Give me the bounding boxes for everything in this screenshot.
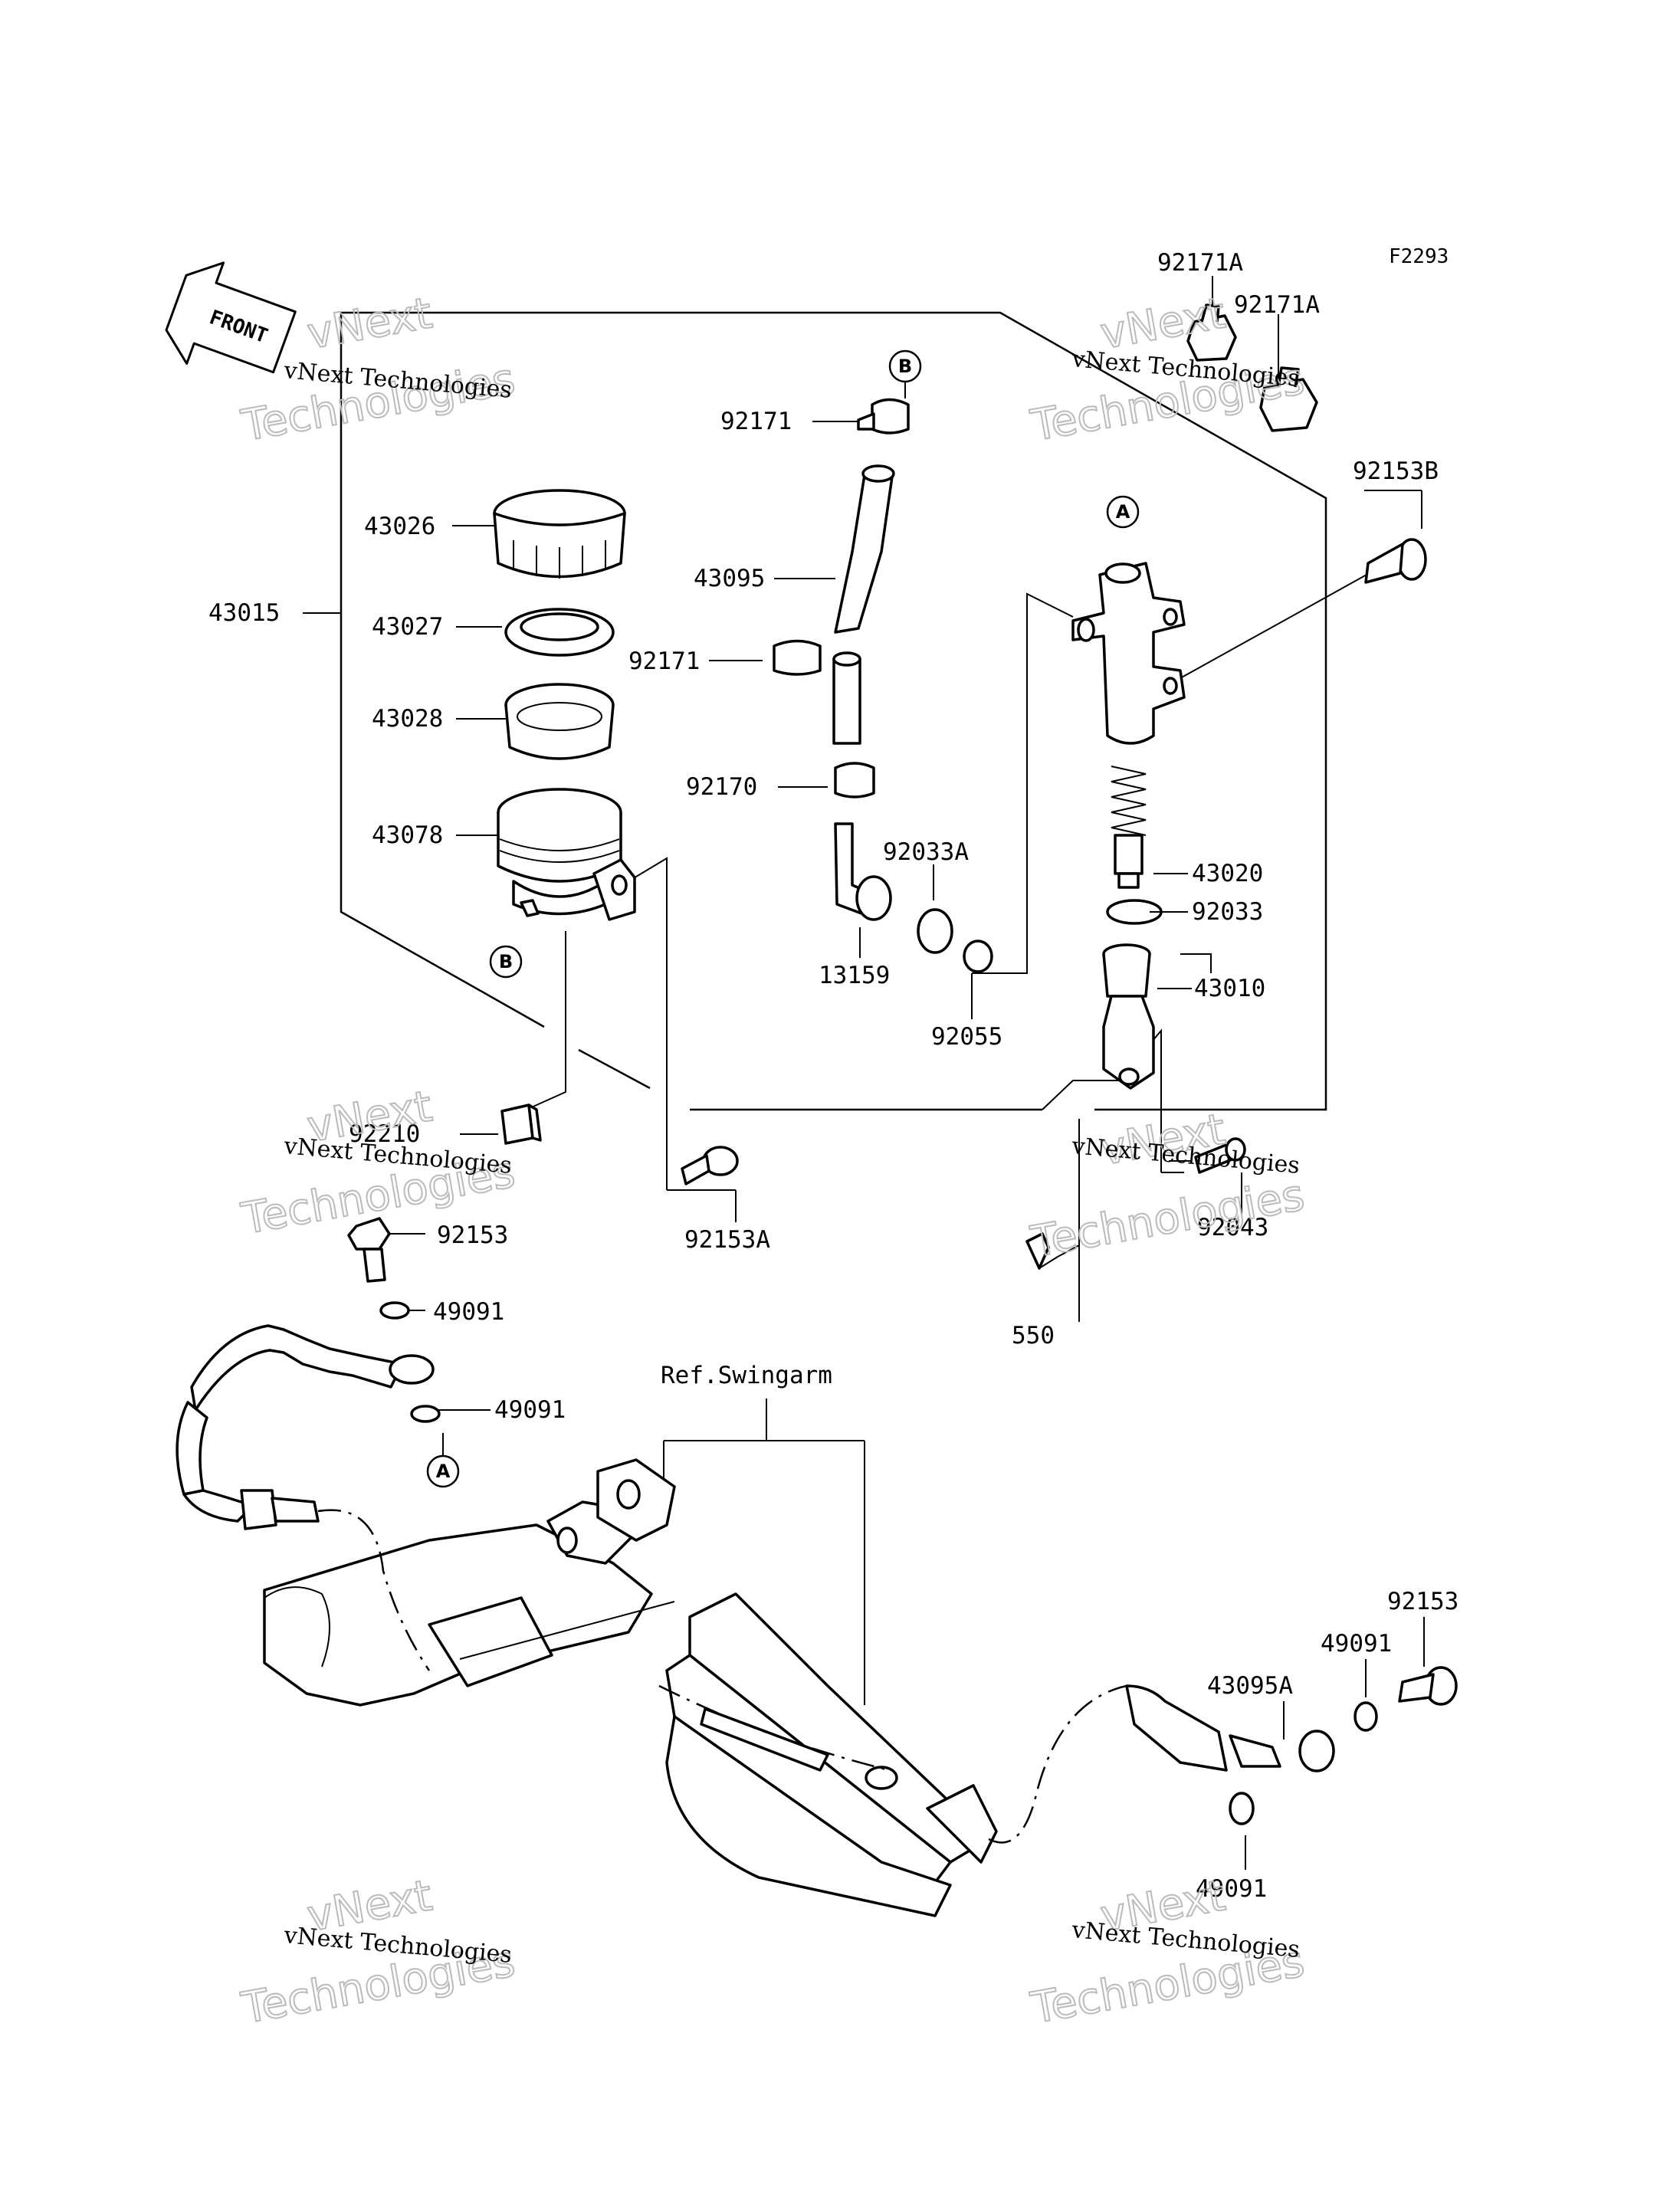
svg-text:B: B	[898, 356, 912, 377]
washer-49091-a	[379, 1301, 410, 1320]
assembly-frame	[340, 311, 1327, 1111]
label-43020: 43020	[1192, 860, 1263, 887]
watermark-mid-right: vNext Technologies vNext Technologies	[1026, 1103, 1309, 1268]
watermark-mid-left: vNext Technologies vNext Technologies	[237, 1080, 520, 1245]
bolt-92153A	[681, 1146, 739, 1185]
svg-text:Technologies: Technologies	[1027, 1170, 1308, 1267]
svg-text:A: A	[1116, 501, 1130, 523]
hose-routing-line-mid	[658, 1684, 890, 1772]
part-labels: 92171A 92171A 92153B 92171 43026 43095 4…	[208, 249, 1459, 1903]
svg-text:A: A	[436, 1461, 451, 1482]
hose-routing-line-right	[988, 1684, 1127, 1844]
label-92055: 92055	[931, 1023, 1002, 1051]
bolt-92153B	[1364, 538, 1427, 584]
label-43078: 43078	[372, 821, 443, 849]
label-49091-a: 49091	[433, 1298, 504, 1326]
o-ring-92055	[963, 939, 993, 973]
label-43028: 43028	[372, 705, 443, 733]
label-43095: 43095	[694, 565, 765, 592]
clamp-92170	[834, 762, 875, 798]
cotter-pin-550	[1025, 1232, 1050, 1270]
watermark-bottom-left: vNext Technologies vNext Technologies	[237, 1870, 520, 2035]
label-92171-top: 92171	[720, 408, 792, 435]
banjo-bolt-92153-right	[1398, 1666, 1458, 1706]
leader-lines	[303, 276, 1425, 1870]
label-13159: 13159	[819, 962, 890, 989]
label-92153B: 92153B	[1353, 457, 1439, 485]
label-43026: 43026	[364, 513, 435, 540]
label-49091-c: 49091	[1321, 1630, 1392, 1658]
spring-piston-43020	[1111, 766, 1147, 889]
pin-92043	[1194, 1137, 1246, 1174]
label-92043: 92043	[1197, 1214, 1268, 1241]
circlip-92033A	[917, 908, 953, 954]
washer-49091-d	[1229, 1792, 1255, 1825]
hose-routing-line-left	[317, 1509, 431, 1671]
callout-a-top: A	[1106, 495, 1140, 529]
hose-43095	[832, 464, 895, 745]
label-92033A: 92033A	[883, 838, 969, 866]
nut-92210	[500, 1103, 542, 1145]
label-43027: 43027	[372, 613, 443, 641]
label-92153A: 92153A	[684, 1226, 770, 1254]
label-ref-swingarm: Ref.Swingarm	[661, 1362, 832, 1389]
label-92153-left: 92153	[437, 1221, 508, 1249]
svg-text:B: B	[499, 951, 513, 972]
label-92153-right: 92153	[1387, 1588, 1459, 1615]
front-arrow-icon: FRONT	[165, 261, 297, 374]
clamp-92171A-1	[1186, 303, 1237, 362]
label-49091-d: 49091	[1196, 1875, 1267, 1903]
clamp-92171-mid	[773, 639, 822, 676]
figure-code: F2293	[1389, 245, 1449, 268]
circlip-92033	[1106, 899, 1163, 925]
clamp-92171A-2	[1259, 366, 1318, 432]
callout-a-bottom: A	[426, 1454, 460, 1488]
label-49091-b: 49091	[494, 1396, 566, 1424]
elbow-fitting-13159	[834, 822, 892, 921]
label-92171A-1: 92171A	[1157, 249, 1243, 277]
reservoir-43078	[497, 788, 636, 921]
label-92210: 92210	[349, 1120, 420, 1148]
reservoir-cap-43026	[493, 489, 626, 579]
label-92171A-2: 92171A	[1234, 291, 1320, 319]
clamp-92171-top	[857, 398, 910, 434]
label-43010: 43010	[1194, 975, 1265, 1002]
banjo-bolt-92153-left	[347, 1217, 391, 1283]
diaphragm-43027	[504, 608, 615, 657]
label-550: 550	[1012, 1322, 1055, 1349]
hose-fitting-43095A	[1125, 1684, 1335, 1772]
diaphragm-43028	[504, 683, 615, 760]
label-43015: 43015	[208, 599, 280, 627]
washer-49091-c	[1354, 1701, 1378, 1732]
label-92171-mid: 92171	[628, 648, 700, 675]
callout-b-top: B	[888, 349, 922, 383]
label-43095A: 43095A	[1207, 1672, 1293, 1700]
banjo-hose-left	[176, 1324, 435, 1530]
push-rod-43010	[1102, 943, 1155, 1090]
label-92033: 92033	[1192, 898, 1263, 926]
master-cylinder-body	[1071, 562, 1186, 745]
svg-text:vNext: vNext	[304, 288, 435, 359]
label-92170: 92170	[686, 773, 757, 801]
callout-b-bottom: B	[489, 945, 523, 979]
washer-49091-b	[410, 1405, 441, 1423]
swingarm-reference	[263, 1458, 998, 1917]
